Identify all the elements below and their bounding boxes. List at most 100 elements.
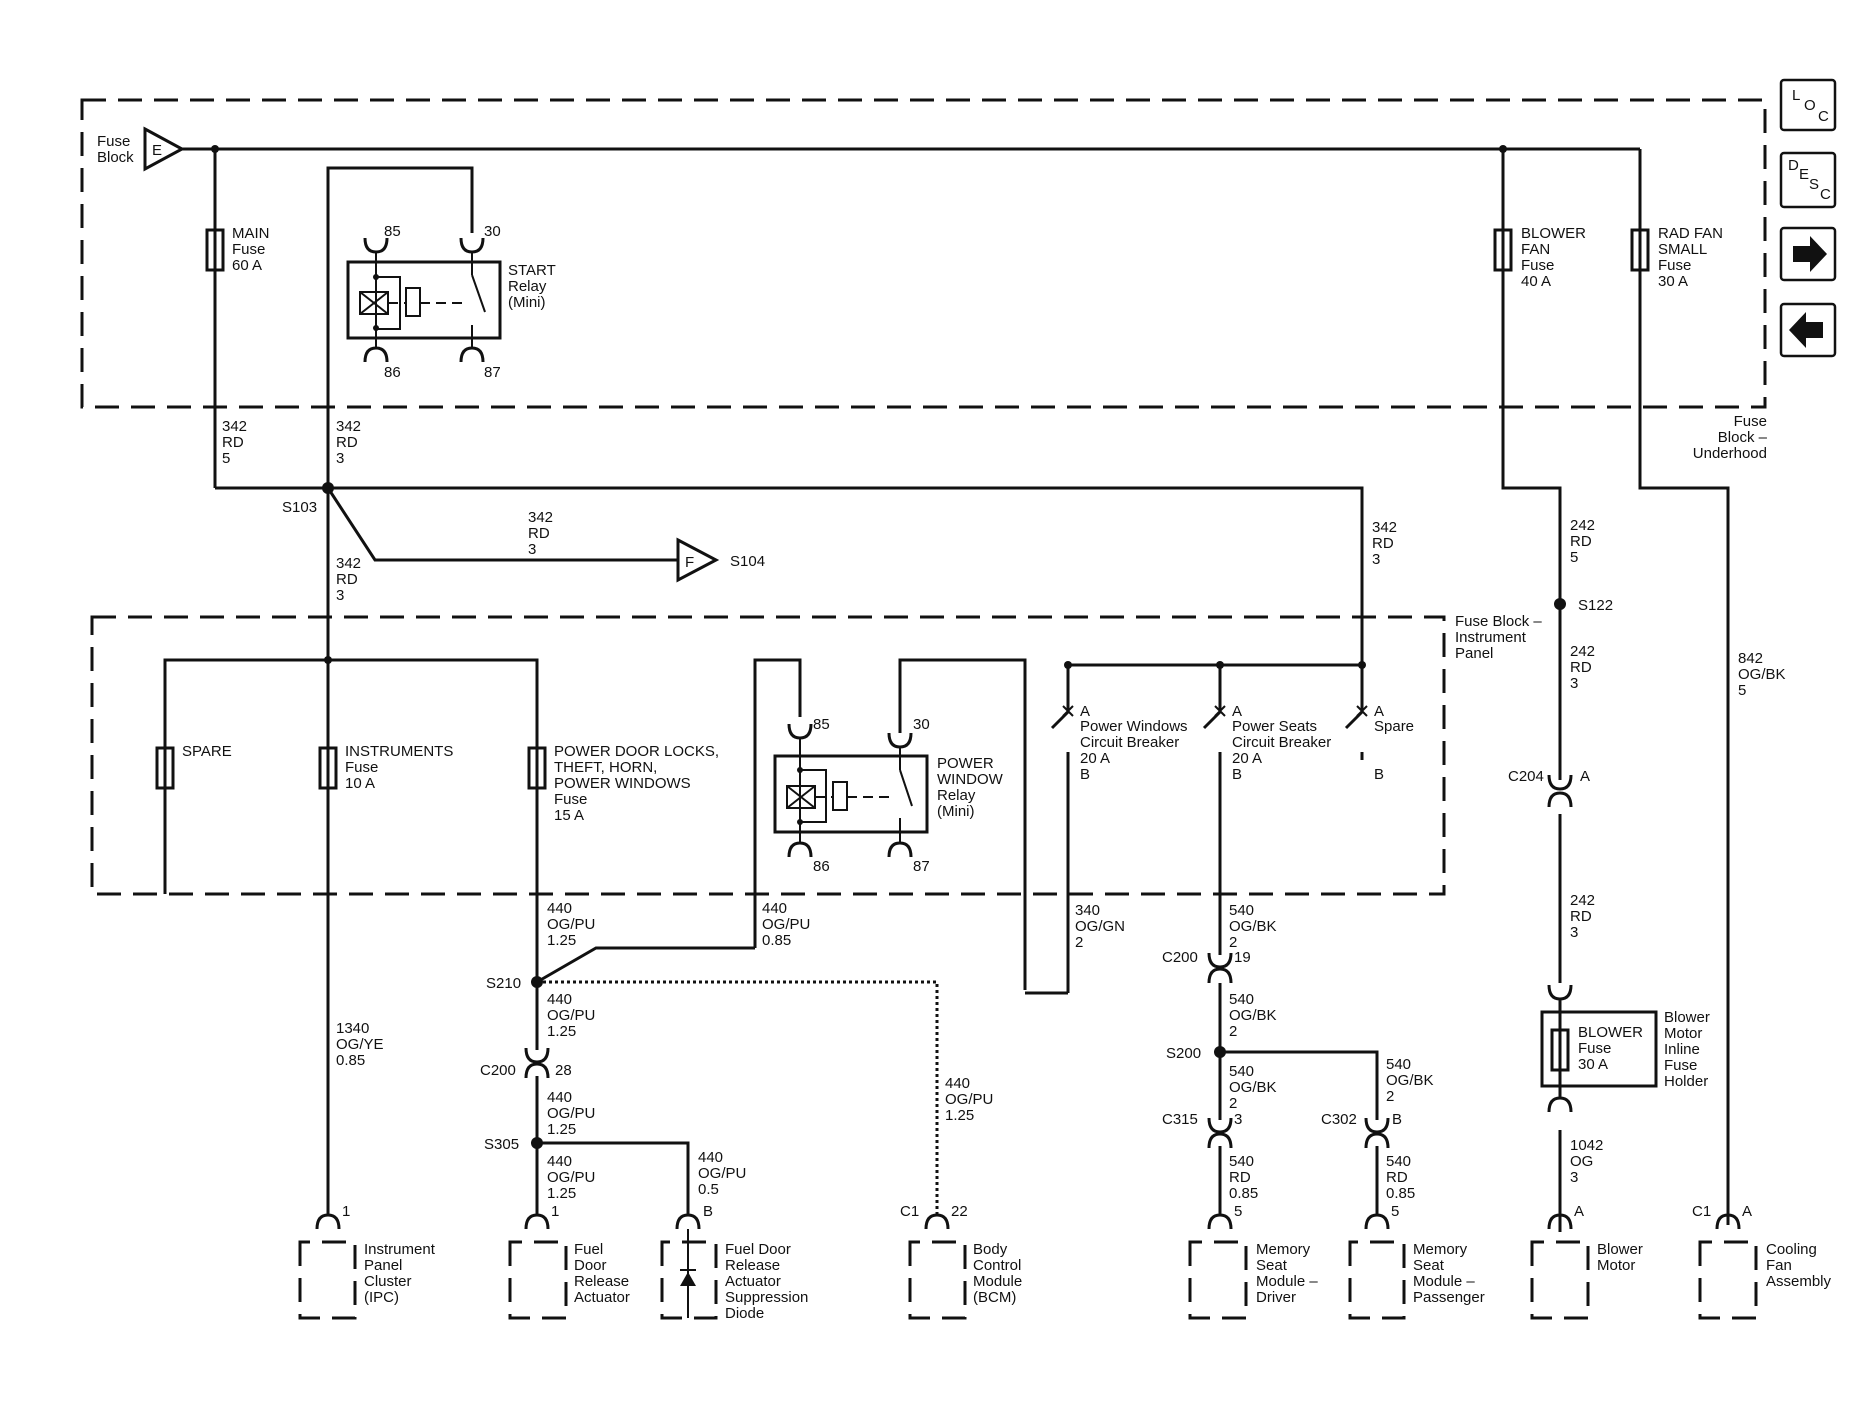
c315-pin: 3 (1234, 1111, 1242, 1128)
wire-w17-size: 1.25 (945, 1107, 974, 1124)
wire-w15-size: 1.25 (547, 1023, 576, 1040)
wire-w23-size: 0.85 (1229, 1185, 1258, 1202)
s122-label: S122 (1578, 597, 1613, 614)
wire-w24-circuit: 540 (1386, 1153, 1411, 1170)
loc-letter-l: L (1792, 87, 1800, 104)
fuse-block-label-2: Block (97, 149, 134, 166)
msd-label-3: Module – (1256, 1273, 1318, 1290)
pwr-pin-85: 85 (813, 716, 830, 733)
wire-w7-size: 3 (1570, 675, 1578, 692)
fuel-door-suppression-diode: B Fuel Door Release Actuator Suppression… (660, 1203, 808, 1322)
blower-motor: A Blower Motor (1530, 1203, 1643, 1320)
pw-cb-pin-b: B (1080, 766, 1090, 783)
wire-w24-color: RD (1386, 1169, 1408, 1186)
loc-button[interactable]: L O C (1779, 78, 1837, 132)
start-pin-86: 86 (384, 364, 401, 381)
desc-letter-d: D (1788, 157, 1799, 174)
wire-w2-size: 3 (336, 450, 344, 467)
instruments-fuse-type: Fuse (345, 759, 378, 776)
ip-block-label-3: Panel (1455, 645, 1493, 662)
power-seats-circuit-breaker: A Power Seats Circuit Breaker 20 A B (1202, 665, 1331, 960)
inline-holder-label: Blower (1664, 1009, 1710, 1026)
ps-cb-pin-b: B (1232, 766, 1242, 783)
power-door-locks-fuse (527, 746, 547, 790)
connector-c302: C302 B (1321, 1111, 1402, 1150)
wire-w8-color: RD (1570, 908, 1592, 925)
start-pin-85: 85 (384, 223, 401, 240)
fuse-block-source-e: E Fuse Block (97, 126, 186, 172)
pwr-relay-type: Relay (937, 787, 976, 804)
wire-w5-color: RD (1372, 535, 1394, 552)
radfan-fuse-label: RAD FAN (1658, 225, 1723, 242)
wire-w21-color: OG/BK (1229, 1079, 1277, 1096)
spare-circuit-breaker: A Spare B (1344, 665, 1414, 783)
memory-seat-module-driver: 5 Memory Seat Module – Driver (1188, 1203, 1318, 1320)
rad-fan-small-fuse (1630, 228, 1650, 272)
inline-holder-label-3: Inline (1664, 1041, 1700, 1058)
fdra-label: Fuel (574, 1241, 603, 1258)
ps-cb-rating: 20 A (1232, 750, 1262, 767)
wire-w8-size: 3 (1570, 924, 1578, 941)
diode-label-3: Actuator (725, 1273, 781, 1290)
start-relay-label: START (508, 262, 556, 279)
start-pin-30: 30 (484, 223, 501, 240)
wire-w1-circuit: 342 (222, 418, 247, 435)
fdra-label-3: Release (574, 1273, 629, 1290)
inline-fuse-rating: 30 A (1578, 1056, 1608, 1073)
fdra-label-4: Actuator (574, 1289, 630, 1306)
c302-pin: B (1392, 1111, 1402, 1128)
wire-w10-circuit: 440 (547, 900, 572, 917)
wire-w16-color: OG/PU (547, 1105, 595, 1122)
inline-holder-label-5: Holder (1664, 1073, 1708, 1090)
desc-button[interactable]: D E S C (1779, 151, 1837, 209)
wire-w1-size: 5 (222, 450, 230, 467)
wire-w25-size: 3 (1570, 1169, 1578, 1186)
ipc-label-4: (IPC) (364, 1289, 399, 1306)
diode-label: Fuel Door (725, 1241, 791, 1258)
msp-pin: 5 (1391, 1203, 1399, 1220)
diode-label-4: Suppression (725, 1289, 808, 1306)
wire-w13-size: 2 (1229, 934, 1237, 951)
bcm-label-3: Module (973, 1273, 1022, 1290)
wire-w5-size: 3 (1372, 551, 1380, 568)
wire-w18-circuit: 440 (547, 1153, 572, 1170)
ps-cb-label: Power Seats (1232, 718, 1317, 735)
pdl-fuse-label-3: POWER WINDOWS (554, 775, 691, 792)
next-page-button[interactable] (1779, 226, 1837, 282)
body-control-module: C1 22 Body Control Module (BCM) (900, 1203, 1022, 1320)
instruments-fuse-rating: 10 A (345, 775, 375, 792)
blower-fuse-rating: 40 A (1521, 273, 1551, 290)
msp-label-2: Seat (1413, 1257, 1445, 1274)
main-fuse-type: Fuse (232, 241, 265, 258)
loc-letter-c: C (1818, 108, 1829, 125)
diode-label-2: Release (725, 1257, 780, 1274)
blower-pin: A (1574, 1203, 1584, 1220)
prev-page-button[interactable] (1779, 302, 1837, 358)
pdl-fuse-rating: 15 A (554, 807, 584, 824)
left-arrow-icon (1789, 312, 1823, 348)
pwr-relay-size: (Mini) (937, 803, 975, 820)
wire-w16-size: 1.25 (547, 1121, 576, 1138)
c302-label: C302 (1321, 1111, 1357, 1128)
wire-w23-circuit: 540 (1229, 1153, 1254, 1170)
wire-w18-size: 1.25 (547, 1185, 576, 1202)
wire-w4-circuit: 342 (336, 555, 361, 572)
wire-w22-color: OG/BK (1386, 1072, 1434, 1089)
spare-fuse (155, 746, 175, 790)
loc-letter-o: O (1804, 97, 1816, 114)
sp-cb-pin-b: B (1374, 766, 1384, 783)
wire-w24-size: 0.85 (1386, 1185, 1415, 1202)
wire-w20-circuit: 540 (1229, 991, 1254, 1008)
msp-label-4: Passenger (1413, 1289, 1485, 1306)
c1-fan-pin: A (1742, 1203, 1752, 1220)
pdl-fuse-label-2: THEFT, HORN, (554, 759, 657, 776)
wire-w15-color: OG/PU (547, 1007, 595, 1024)
connector-c200-28: C200 28 (480, 1046, 572, 1080)
wire-w17-color: OG/PU (945, 1091, 993, 1108)
start-pin-87: 87 (484, 364, 501, 381)
wire-w20-color: OG/BK (1229, 1007, 1277, 1024)
wire-w12-color: OG/GN (1075, 918, 1125, 935)
fuel-door-release-actuator: 1 Fuel Door Release Actuator (508, 1203, 630, 1320)
pw-cb-rating: 20 A (1080, 750, 1110, 767)
wire-w12-size: 2 (1075, 934, 1083, 951)
